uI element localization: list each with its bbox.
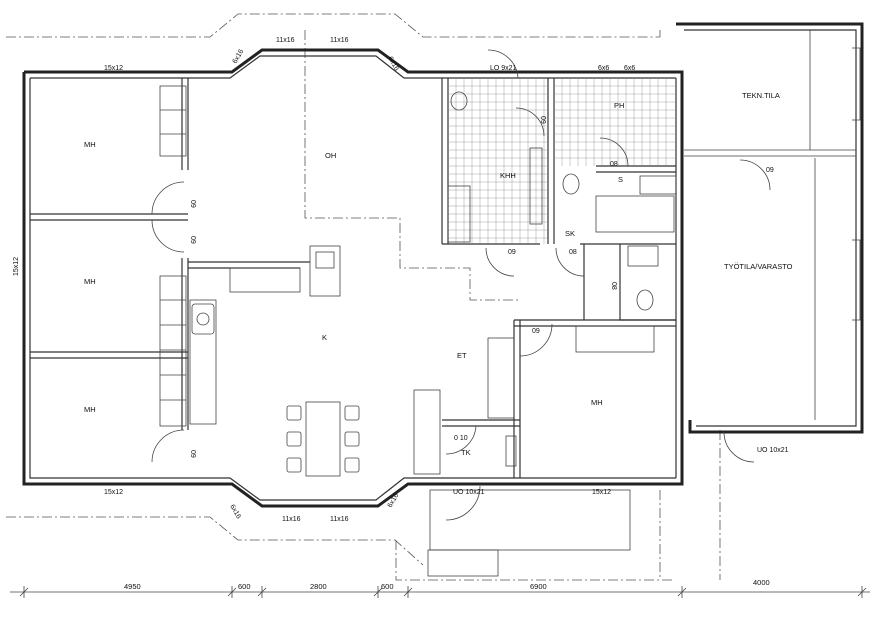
window-label: 11x16 — [282, 516, 301, 523]
room-mh-right: MH — [591, 398, 603, 407]
door-label: 09 — [539, 116, 546, 124]
fixtures — [159, 85, 677, 577]
door-label: 08 — [610, 161, 618, 168]
door-swings — [151, 49, 771, 521]
room-k: K — [322, 333, 327, 342]
window-label: 11x16 — [330, 516, 349, 523]
bathroom-tiles — [448, 78, 676, 244]
window-label: 6x6 — [598, 65, 609, 72]
room-mh-bottom: MH — [84, 405, 96, 414]
window-label: 11x16 — [276, 37, 295, 44]
window-label: 6x16 — [386, 56, 400, 73]
dimension-label: 4000 — [753, 578, 770, 587]
window-label: UO 10x21 — [757, 447, 789, 454]
room-et: ET — [457, 351, 467, 360]
window-label: 15x12 — [592, 489, 611, 496]
window-label: 15x12 — [104, 65, 123, 72]
window-label: 6x16 — [387, 492, 401, 509]
room-s: S — [618, 175, 623, 184]
door-label: 09 — [532, 328, 540, 335]
door-label: 0 10 — [454, 435, 468, 442]
dimension-label: 4950 — [124, 582, 141, 591]
room-ph: PH — [614, 101, 624, 110]
room-tk: TK — [461, 448, 471, 457]
dimension-line: 4950 600 2800 600 6900 4000 — [10, 578, 870, 598]
exterior-walls — [22, 22, 864, 508]
room-mh-mid: MH — [84, 277, 96, 286]
room-labels: MH MH MH OH K KHH PH S SK ET TK MH TEKN.… — [84, 91, 793, 457]
room-sk: SK — [565, 229, 575, 238]
door-labels: 09 09 09 09 08 09 08 08 09 0 10 09 09 — [189, 116, 774, 458]
room-mh-top: MH — [84, 140, 96, 149]
window-labels: 15x12 6x16 11x16 11x16 6x16 LO 9x21 6x6 … — [13, 37, 789, 523]
room-khh: KHH — [500, 171, 516, 180]
window-label: LO 9x21 — [490, 65, 517, 72]
door-label: 09 — [766, 167, 774, 174]
window-label: 6x16 — [228, 504, 242, 521]
interior-walls — [30, 78, 676, 478]
door-label: 09 — [189, 200, 196, 208]
window-label: 11x16 — [330, 37, 349, 44]
dimension-label: 600 — [381, 582, 394, 591]
door-label: 09 — [189, 236, 196, 244]
window-label: 15x12 — [104, 489, 123, 496]
door-label: 09 — [189, 450, 196, 458]
dimension-label: 6900 — [530, 582, 547, 591]
door-label: 08 — [569, 249, 577, 256]
dimension-label: 2800 — [310, 582, 327, 591]
door-label: 09 — [508, 249, 516, 256]
room-tekn-tila: TEKN.TILA — [742, 91, 780, 100]
roof-outline — [6, 13, 721, 581]
window-label: 6x6 — [624, 65, 635, 72]
dimension-label: 600 — [238, 582, 251, 591]
window-label: UO 10x21 — [453, 489, 485, 496]
room-oh: OH — [325, 151, 336, 160]
door-label: 08 — [610, 282, 617, 290]
window-label: 15x12 — [13, 257, 20, 276]
room-tyotila: TYÖTILA/VARASTO — [724, 262, 793, 271]
